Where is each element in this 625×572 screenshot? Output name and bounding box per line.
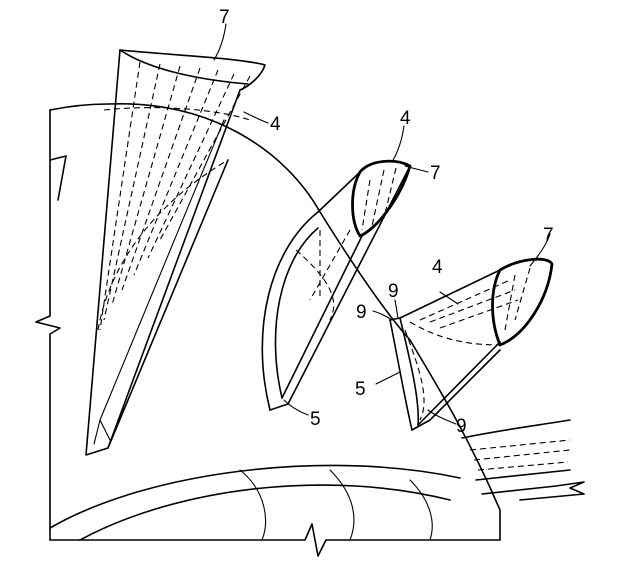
label-4-c: 4: [432, 257, 443, 278]
vane-large: [85, 49, 266, 456]
label-5-a: 5: [355, 379, 366, 400]
label-9-a: 9: [388, 281, 399, 302]
leader-lines: [213, 23, 551, 425]
label-7-c: 7: [543, 225, 554, 246]
label-9-c: 9: [456, 416, 467, 437]
label-9-b: 9: [356, 302, 367, 323]
label-7-a: 7: [219, 7, 230, 28]
vane-right: [389, 257, 554, 431]
reference-numerals: 7 4 4 7 7 4 9 9 5 5 9: [219, 7, 554, 437]
label-5-b: 5: [310, 409, 321, 430]
label-4-a: 4: [270, 114, 281, 135]
label-4-b: 4: [400, 108, 411, 129]
label-7-b: 7: [430, 163, 441, 184]
vane-partial-lower-right: [461, 419, 585, 501]
casing-structure: [35, 103, 501, 557]
